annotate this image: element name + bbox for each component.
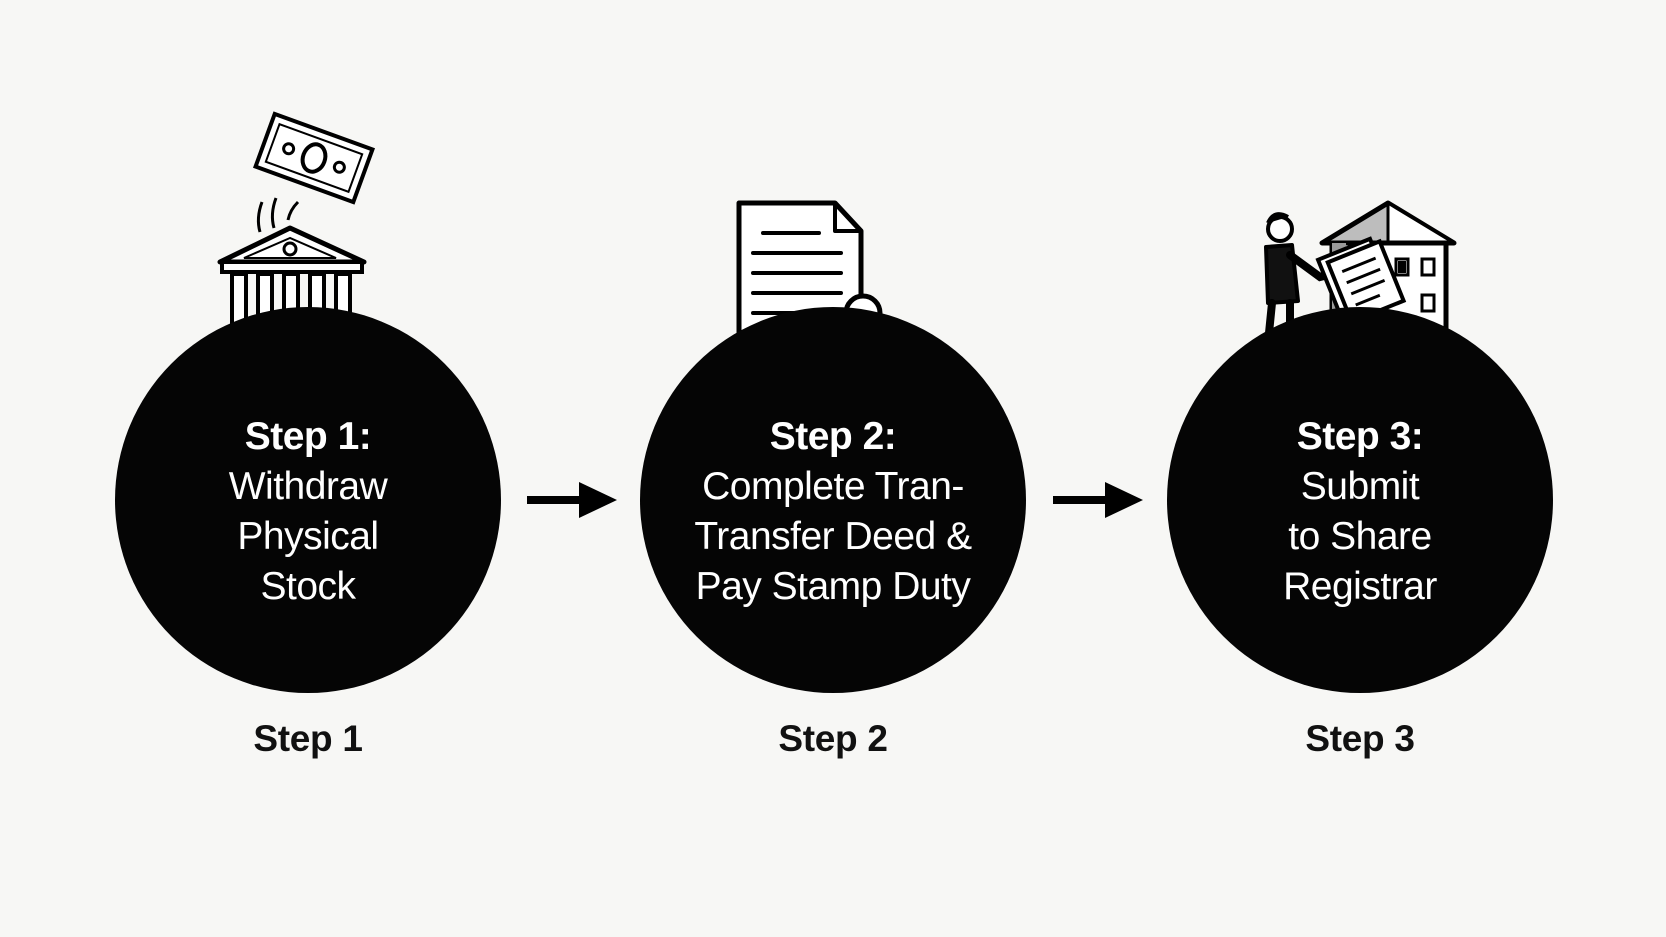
step-2-circle xyxy=(640,307,1026,693)
step-3-line-3: Registrar xyxy=(1283,565,1437,608)
step-1-text: Step 1: Withdraw Physical Stock xyxy=(108,412,508,612)
step-2-line-2: Transfer Deed & xyxy=(694,515,972,558)
step-3: Step 3: Submit to Share Registrar Step 3 xyxy=(1160,0,1560,937)
step-2-text: Step 2: Complete Tran- Transfer Deed & P… xyxy=(633,412,1033,612)
step-3-line-2: to Share xyxy=(1288,515,1432,558)
arrow-right-icon xyxy=(1053,482,1143,518)
step-1-line-1: Withdraw xyxy=(228,465,388,508)
step-1-caption: Step 1 xyxy=(253,718,363,759)
step-1-circle xyxy=(115,307,501,693)
step-3-circle xyxy=(1167,307,1553,693)
arrow-right-icon xyxy=(527,482,617,518)
step-3-caption: Step 3 xyxy=(1305,718,1415,759)
step-3-line-1: Submit xyxy=(1300,465,1420,508)
step-1-line-3: Stock xyxy=(260,565,356,608)
step-2: Step 2: Complete Tran- Transfer Deed & P… xyxy=(633,0,1033,937)
step-2-line-1: Complete Tran- xyxy=(702,465,964,508)
step-2-caption: Step 2 xyxy=(778,718,888,759)
step-1-heading: Step 1: xyxy=(244,415,372,458)
step-1-line-2: Physical xyxy=(237,515,379,558)
step-3-text: Step 3: Submit to Share Registrar xyxy=(1160,412,1560,612)
step-3-heading: Step 3: xyxy=(1296,415,1424,458)
step-2-heading: Step 2: xyxy=(769,415,897,458)
step-1: Step 1: Withdraw Physical Stock Step 1 xyxy=(108,0,508,937)
step-2-line-3: Pay Stamp Duty xyxy=(695,565,971,608)
